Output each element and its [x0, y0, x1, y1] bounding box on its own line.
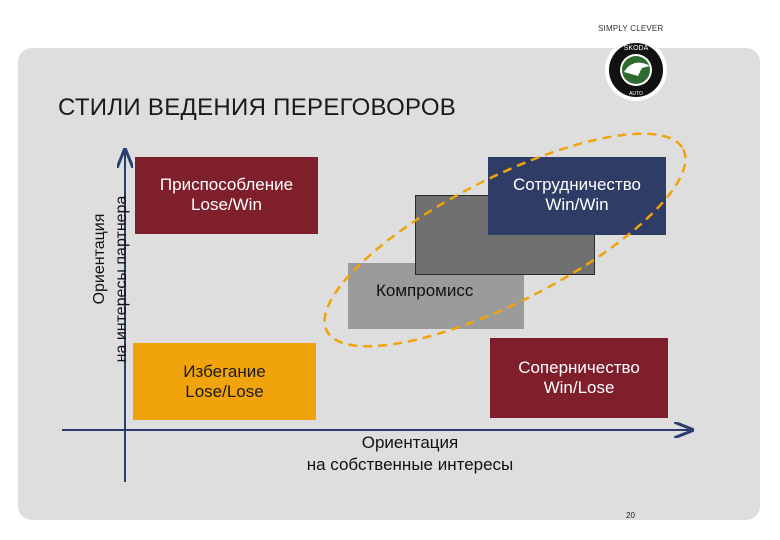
slide-title: СТИЛИ ВЕДЕНИЯ ПЕРЕГОВОРОВ	[58, 94, 457, 121]
competition-box: Соперничество Win/Lose	[490, 338, 668, 418]
logo-text-top: ŠKODA	[624, 43, 649, 52]
competition-outcome: Win/Lose	[543, 378, 615, 397]
avoidance-name: Избегание	[183, 361, 266, 381]
collaboration-outcome: Win/Win	[545, 195, 609, 214]
avoidance-box: Избегание Lose/Lose	[133, 343, 316, 420]
avoidance-outcome: Lose/Lose	[185, 381, 264, 401]
skoda-logo: ŠKODA AUTO	[604, 38, 668, 102]
accommodation-name: Приспособление	[159, 175, 294, 194]
x-axis-label-line1: Ориентация	[361, 433, 459, 452]
x-axis-label-line2: на собственные интересы	[306, 455, 514, 474]
collaboration-box: Сотрудничество Win/Win	[488, 157, 666, 235]
page-number: 20	[626, 511, 635, 520]
competition-name: Соперничество	[518, 358, 640, 377]
accommodation-box: Приспособление Lose/Win	[135, 157, 318, 234]
x-axis-label: Ориентация на собственные интересы	[260, 432, 560, 476]
win-win-highlight-ellipse	[323, 132, 687, 348]
collaboration-name: Сотрудничество	[512, 175, 642, 194]
brand-tagline: SIMPLY CLEVER	[598, 24, 664, 33]
accommodation-outcome: Lose/Win	[191, 195, 262, 214]
logo-text-bottom: AUTO	[629, 91, 643, 97]
compromise-label: Компромисс	[376, 281, 474, 300]
